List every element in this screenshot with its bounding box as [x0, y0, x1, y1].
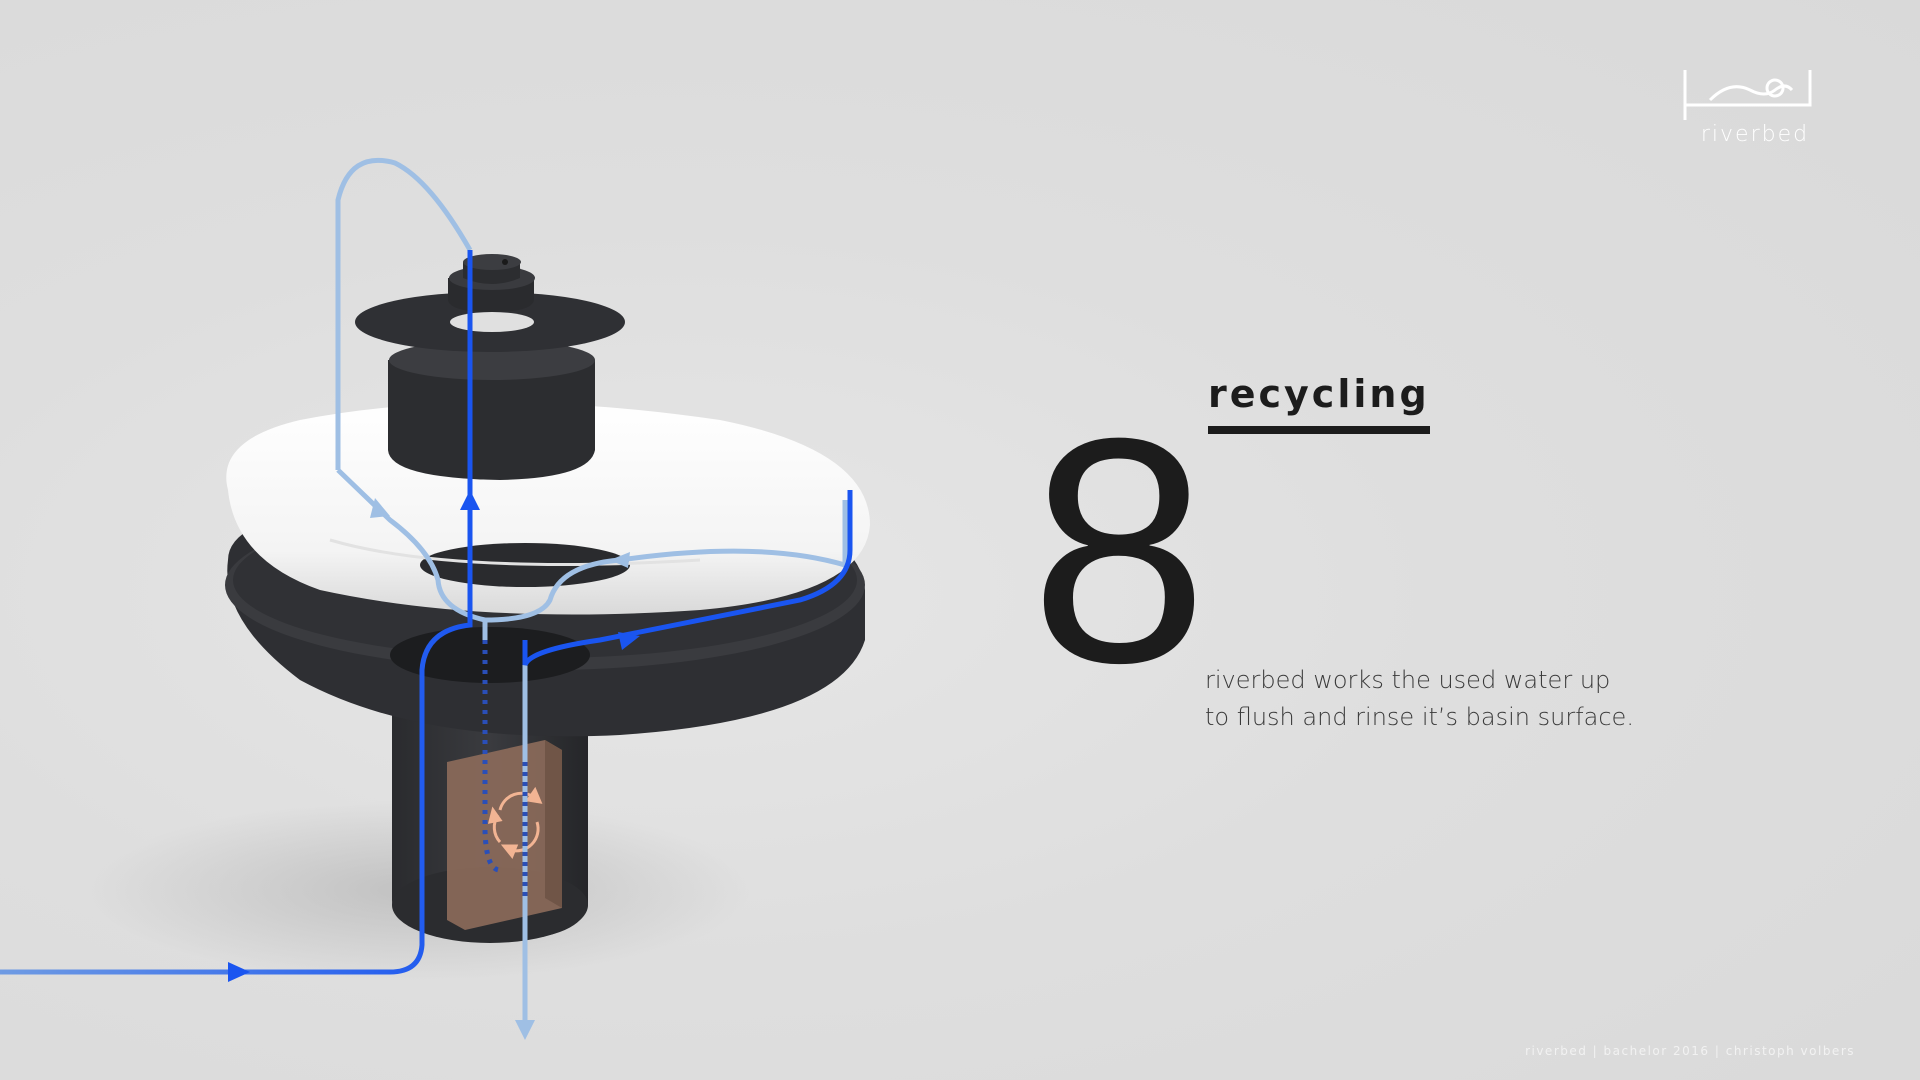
used-water-arrow	[515, 1020, 535, 1040]
step-description-line: to flush and rinse it’s basin surface.	[1205, 703, 1634, 731]
internal-circulation	[482, 640, 528, 900]
recycle-arrows-icon	[487, 786, 543, 859]
fresh-water-arrow	[618, 632, 640, 650]
fresh-water-flow	[0, 250, 853, 975]
step-number: 8	[1030, 371, 1208, 729]
step-title: recycling	[1208, 372, 1430, 434]
filter-box	[447, 740, 562, 930]
cylinder-insert	[388, 340, 595, 480]
riverbed-wave-basin-icon	[1683, 70, 1812, 120]
step-description-line: riverbed works the used water up	[1205, 666, 1611, 694]
used-water-arrow	[370, 498, 390, 518]
fresh-water-arrow	[228, 962, 250, 982]
footer-credit: riverbed | bachelor 2016 | christoph vol…	[1525, 1044, 1855, 1058]
used-water-flow	[335, 157, 848, 1035]
cap-disc	[355, 254, 625, 352]
fresh-water-arrow	[460, 490, 480, 510]
used-water-arrow	[610, 552, 630, 568]
brand-wordmark: riverbed	[1700, 122, 1810, 147]
step-description: riverbed works the used water up to flus…	[1205, 662, 1685, 736]
